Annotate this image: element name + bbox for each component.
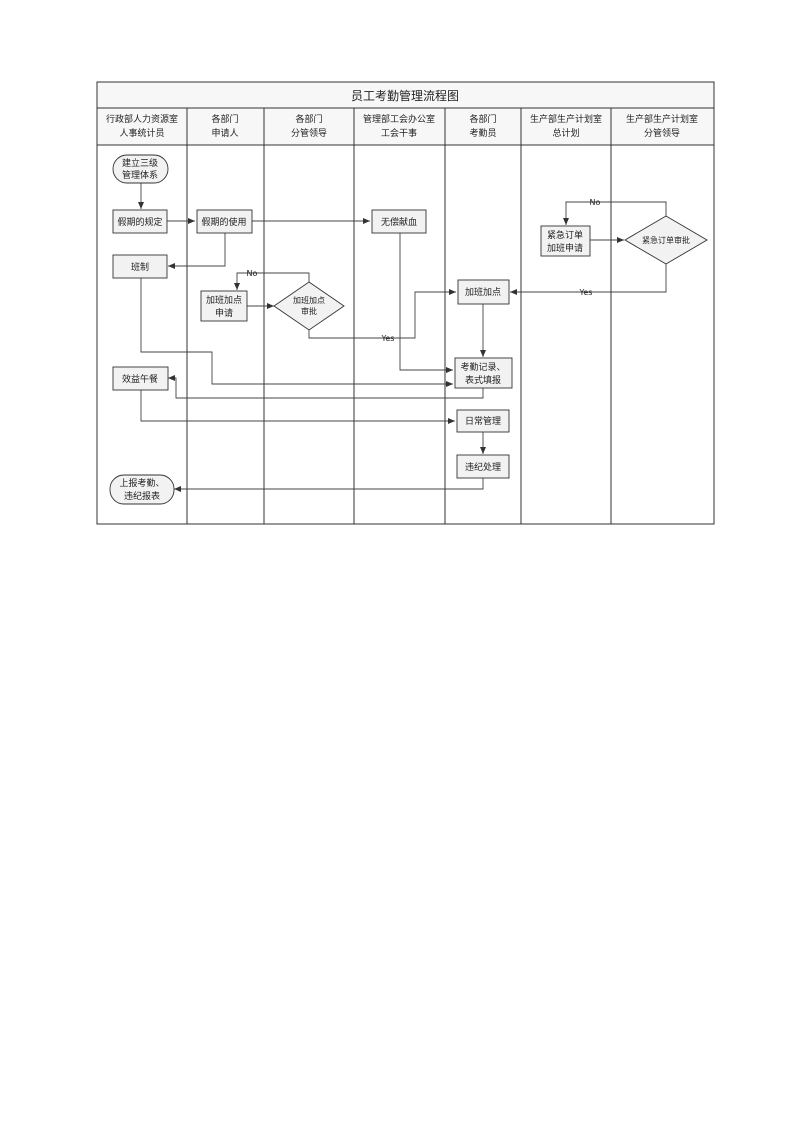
node-overtime-approve-line2: 审批 [301,306,317,316]
node-shift-schedule-label: 班制 [131,261,149,273]
lane-3-line1: 各部门 [295,113,322,125]
lane-6-line2: 总计划 [552,127,579,139]
lane-5-line2: 考勤员 [469,127,496,139]
lane-4-line2: 工会干事 [381,127,417,139]
node-overtime-approve: 加班加点 审批 [273,281,345,331]
node-attendance-record-line1: 考勤记录、 [460,361,505,373]
node-urgent-order-apply-line1: 紧急订单 [547,229,583,241]
node-attendance-record: 考勤记录、 表式填报 [454,357,513,389]
node-daily-management-label: 日常管理 [465,415,501,427]
node-benefit-lunch-label: 效益午餐 [122,373,158,385]
edge-shift-to-record [140,278,453,387]
node-benefit-lunch: 效益午餐 [112,366,169,391]
lane-header-4: 管理部工会办公室 工会干事 [363,113,435,139]
node-overtime-label: 加班加点 [465,286,501,298]
lane-dividers [186,108,612,524]
node-end: 上报考勤、 违纪报表 [109,474,175,505]
edge-urgent-approve-yes [510,264,667,295]
lane-7-line2: 分管领导 [644,127,680,139]
node-end-line1: 上报考勤、 [119,477,164,489]
edge-discipline-to-end [174,478,484,492]
lane-header-6: 生产部生产计划室 总计划 [530,113,602,139]
lane-4-line1: 管理部工会办公室 [363,113,435,125]
node-attendance-record-line2: 表式填报 [465,374,501,386]
node-holiday-use: 假期的使用 [196,209,253,234]
edge-label-no-1: No [247,269,258,278]
edge-urgent-approve-no [563,201,667,225]
node-start: 建立三级 管理体系 [112,154,169,184]
lane-5-line1: 各部门 [469,113,496,125]
edge-use-to-shift [168,232,226,269]
node-end-line2: 违纪报表 [124,490,160,502]
edge-lunch-to-daily [140,390,455,424]
edge-approve-yes [308,289,456,339]
lane-header-7: 生产部生产计划室 分管领导 [626,113,698,139]
lane-2-line1: 各部门 [211,113,238,125]
node-urgent-order-apply-line2: 加班申请 [547,242,583,254]
edge-blood-to-record [399,232,453,373]
lane-header-3: 各部门 分管领导 [291,113,327,139]
lane-header-2: 各部门 申请人 [211,113,238,139]
lane-7-line1: 生产部生产计划室 [626,113,698,125]
node-overtime: 加班加点 [457,279,510,305]
diagram-title: 员工考勤管理流程图 [351,88,459,103]
lane-1-line1: 行政部人力资源室 [106,113,178,125]
lane-header-1: 行政部人力资源室 人事统计员 [106,113,178,139]
node-shift-schedule: 班制 [112,254,168,279]
lane-6-line1: 生产部生产计划室 [530,113,602,125]
edge-label-yes-1: Yes [381,334,395,343]
node-blood-donation: 无偿献血 [371,209,427,234]
lane-1-line2: 人事统计员 [119,127,164,139]
edge-record-to-lunch [168,375,484,399]
node-holiday-rules-label: 假期的规定 [117,216,162,228]
lane-header-5: 各部门 考勤员 [469,113,496,139]
node-overtime-approve-line1: 加班加点 [293,295,325,305]
node-start-line2: 管理体系 [122,169,158,181]
node-daily-management: 日常管理 [456,409,510,433]
edge-label-no-2: No [590,198,601,207]
node-overtime-apply-line2: 申请 [215,307,233,319]
node-discipline: 违纪处理 [456,454,510,479]
lane-header-row [96,107,715,146]
node-urgent-order-approve-label: 紧急订单审批 [642,235,690,245]
node-holiday-use-label: 假期的使用 [201,216,246,228]
node-overtime-apply-line1: 加班加点 [206,294,242,306]
node-start-line1: 建立三级 [122,157,158,169]
lane-2-line2: 申请人 [211,127,238,139]
node-blood-donation-label: 无偿献血 [381,216,417,228]
connectors [138,183,667,492]
title-bar [96,81,715,109]
node-urgent-order-approve: 紧急订单审批 [624,215,708,265]
node-discipline-label: 违纪处理 [465,461,501,473]
edge-label-yes-2: Yes [579,288,593,297]
node-urgent-order-apply: 紧急订单 加班申请 [540,225,591,257]
diagram-frame [96,81,715,525]
edge-approve-no [234,272,310,290]
node-holiday-rules: 假期的规定 [112,209,168,234]
node-overtime-apply: 加班加点 申请 [200,290,248,322]
lane-3-line2: 分管领导 [291,127,327,139]
